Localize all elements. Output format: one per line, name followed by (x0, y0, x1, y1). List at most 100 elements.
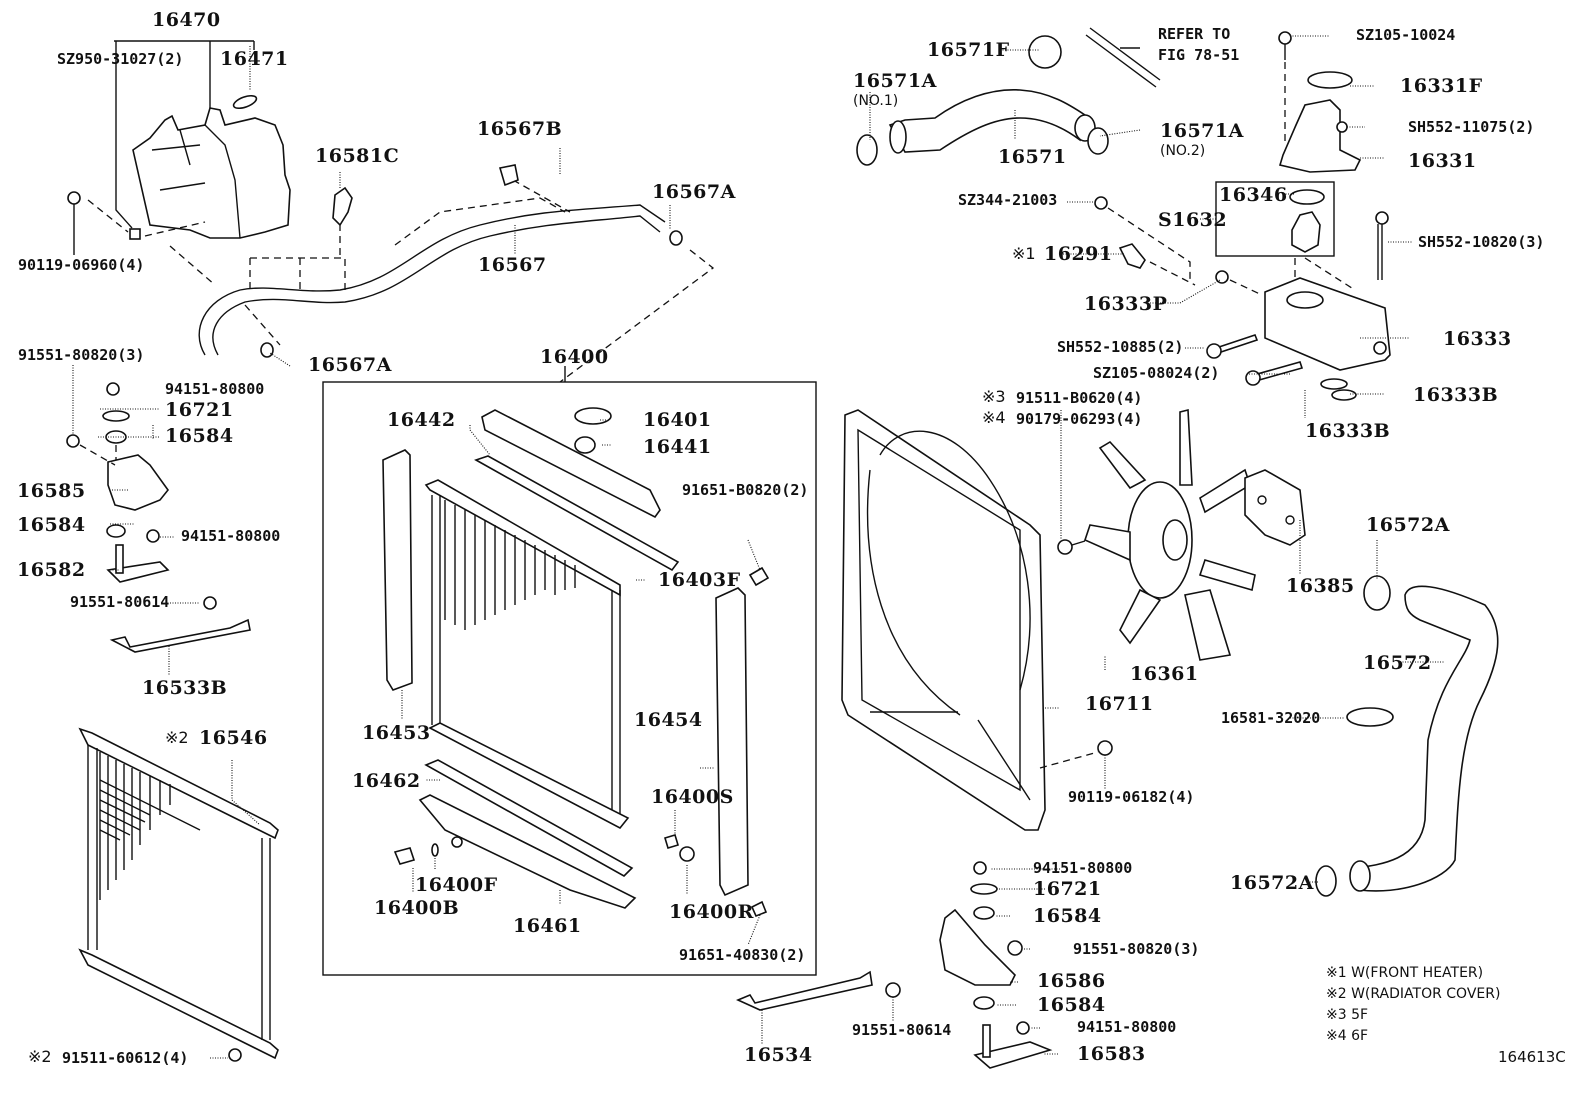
label-16470: 16470 (152, 9, 221, 31)
legend-mark: ※3 (1326, 1007, 1347, 1023)
label-94151-80800-b: 94151-80800 (181, 527, 281, 545)
label-91651-40830: 91651-40830(2) (679, 946, 806, 964)
label-16571A-no1: 16571A (853, 70, 937, 92)
label-16291-mark: ※1 (1012, 244, 1036, 263)
label-16571A-no1-note: (NO.1) (853, 93, 899, 109)
label-16442: 16442 (387, 409, 456, 431)
legend-mark: ※1 (1326, 965, 1347, 981)
label-16401: 16401 (643, 409, 712, 431)
radiator-assembly-box (322, 381, 817, 976)
label-16333B-right: 16333B (1413, 384, 1499, 406)
label-16333B-below: 16333B (1305, 420, 1391, 442)
legend-text: W(RADIATOR COVER) (1351, 986, 1501, 1002)
reference-line2: FIG 78-51 (1158, 46, 1240, 64)
label-16400: 16400 (540, 346, 609, 368)
label-16400S: 16400S (651, 786, 734, 808)
label-16400R: 16400R (669, 901, 754, 923)
label-91551-80614-right: 91551-80614 (852, 1021, 952, 1039)
label-16571A-no2: 16571A (1160, 120, 1244, 142)
label-94151-80800-a: 94151-80800 (165, 380, 265, 398)
legend-mark: ※2 (1326, 986, 1347, 1002)
label-91511-B0620: 91511-B0620(4) (1016, 389, 1143, 407)
label-16534: 16534 (744, 1044, 813, 1066)
label-16584-d: 16584 (1037, 994, 1106, 1016)
label-16586: 16586 (1037, 970, 1106, 992)
label-91511-B0620-mark: ※3 (982, 387, 1006, 406)
label-90179-06293-mark: ※4 (982, 408, 1006, 427)
label-16567B: 16567B (477, 118, 563, 140)
label-16333: 16333 (1443, 328, 1512, 350)
legend-item: ※2 W(RADIATOR COVER) (1326, 984, 1500, 1005)
radiator-16400 (382, 407, 770, 918)
label-94151-80800-d: 94151-80800 (1077, 1018, 1177, 1036)
radiator-cover-16546 (78, 727, 279, 1062)
label-16346: 16346 (1219, 184, 1288, 206)
label-91551-80820-right: 91551-80820(3) (1073, 940, 1200, 958)
legend-text: 5F (1351, 1007, 1369, 1023)
label-16546-mark: ※2 (165, 728, 189, 747)
label-16441: 16441 (643, 436, 712, 458)
label-16533B: 16533B (142, 677, 228, 699)
leader-lines (72, 35, 1445, 1059)
left-mount-parts (66, 382, 251, 653)
label-16291: 16291 (1044, 243, 1113, 265)
label-sz105-10024: SZ105-10024 (1356, 26, 1456, 44)
overflow-hose-16567 (198, 164, 715, 383)
cooling-fan-16361 (1084, 408, 1306, 661)
label-16581-32020: 16581-32020 (1221, 709, 1321, 727)
label-16584-b: 16584 (17, 514, 86, 536)
legend-item: ※1 W(FRONT HEATER) (1326, 963, 1500, 984)
label-91651-B0820: 91651-B0820(2) (682, 481, 809, 499)
label-16572A-bottom: 16572A (1230, 872, 1314, 894)
label-16721-right: 16721 (1033, 878, 1102, 900)
legend-text: W(FRONT HEATER) (1351, 965, 1484, 981)
figure-number: 164613C (1498, 1048, 1566, 1066)
reservoir-tank-16470 (67, 40, 291, 286)
label-16567: 16567 (478, 254, 547, 276)
fan-shroud-16711 (841, 409, 1181, 831)
label-91511-60612-mark: ※2 (28, 1047, 52, 1066)
legend-mark: ※4 (1326, 1028, 1347, 1044)
legend-item: ※4 6F (1326, 1026, 1500, 1047)
upper-hose-16571 (856, 27, 1161, 166)
label-16567A-bottom: 16567A (308, 354, 392, 376)
label-90119-06182: 90119-06182(4) (1068, 788, 1195, 806)
label-91551-80614-left: 91551-80614 (70, 593, 170, 611)
reference-line1: REFER TO (1158, 25, 1231, 43)
label-16585: 16585 (17, 480, 86, 502)
label-16584-a: 16584 (165, 425, 234, 447)
legend-text: 6F (1351, 1028, 1369, 1044)
label-16567A-top: 16567A (652, 181, 736, 203)
label-sz950-31027: SZ950-31027(2) (57, 50, 184, 68)
label-16462: 16462 (352, 770, 421, 792)
label-s1632: S1632 (1158, 209, 1228, 231)
label-16471: 16471 (220, 48, 289, 70)
label-16572A-top: 16572A (1366, 514, 1450, 536)
label-16571F: 16571F (927, 39, 1010, 61)
label-16571A-no2-note: (NO.2) (1160, 143, 1206, 159)
label-16572: 16572 (1363, 652, 1432, 674)
label-90119-06960: 90119-06960(4) (18, 256, 145, 274)
label-16721-left: 16721 (165, 399, 234, 421)
label-sz344-21003: SZ344-21003 (958, 191, 1058, 209)
label-16571: 16571 (998, 146, 1067, 168)
label-91551-80820-left: 91551-80820(3) (18, 346, 145, 364)
label-16385: 16385 (1286, 575, 1355, 597)
label-90179-06293: 90179-06293(4) (1016, 410, 1143, 428)
label-16453: 16453 (362, 722, 431, 744)
label-sh552-10885: SH552-10885(2) (1057, 338, 1184, 356)
label-16583: 16583 (1077, 1043, 1146, 1065)
label-16711: 16711 (1085, 693, 1154, 715)
label-16546: 16546 (199, 727, 268, 749)
label-sz105-08024: SZ105-08024(2) (1093, 364, 1220, 382)
label-16331: 16331 (1408, 150, 1477, 172)
label-16454: 16454 (634, 709, 703, 731)
footnote-legend: ※1 W(FRONT HEATER) ※2 W(RADIATOR COVER) … (1326, 963, 1500, 1047)
label-16403F: 16403F (658, 569, 741, 591)
label-91511-60612: 91511-60612(4) (62, 1049, 189, 1067)
label-16333P: 16333P (1084, 293, 1168, 315)
legend-item: ※3 5F (1326, 1005, 1500, 1026)
label-16361: 16361 (1130, 663, 1199, 685)
label-16581C: 16581C (315, 145, 400, 167)
